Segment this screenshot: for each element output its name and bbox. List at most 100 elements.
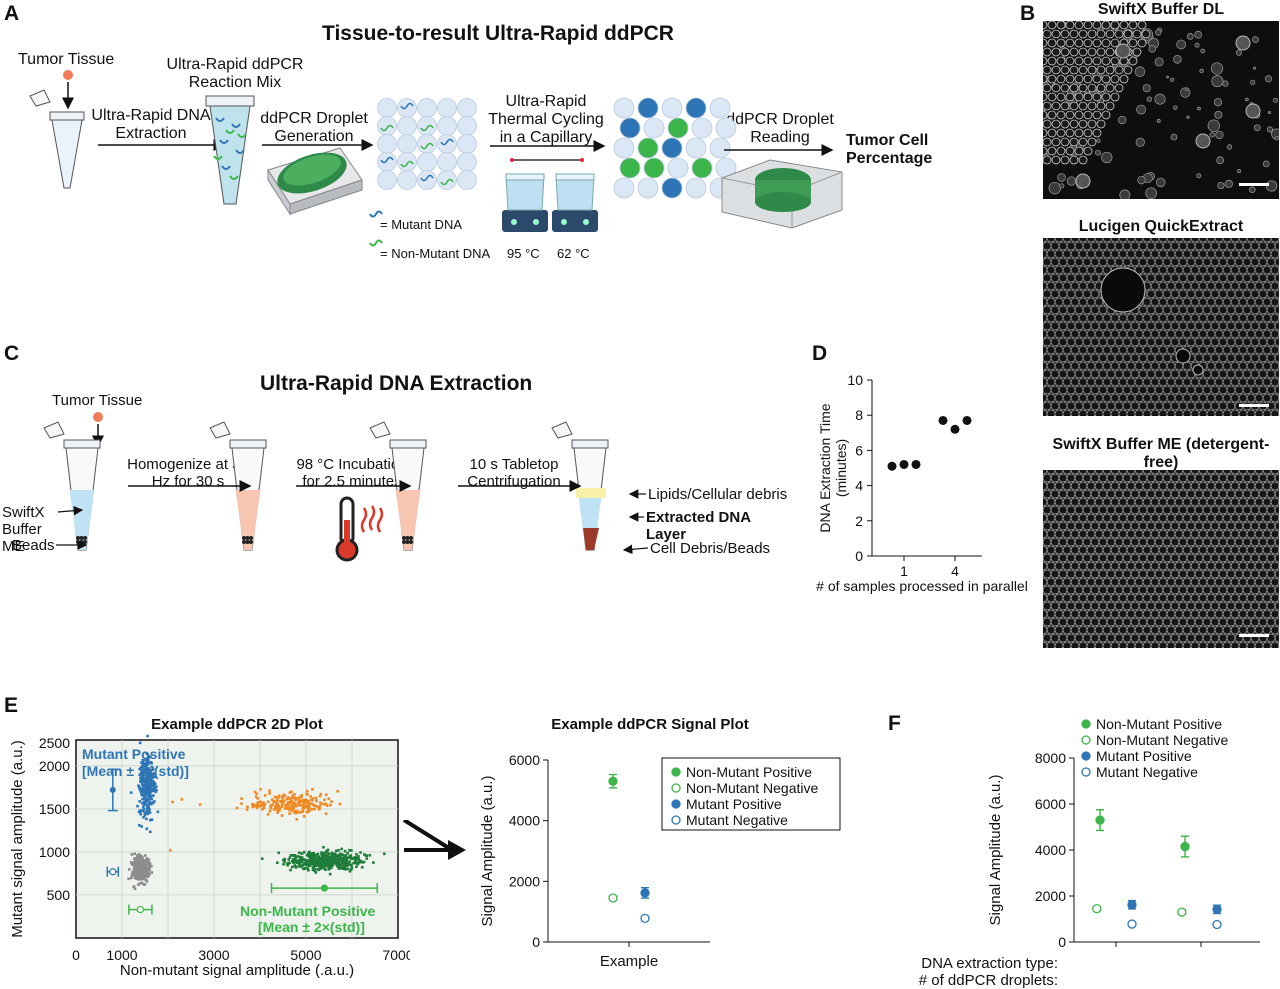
droplet [1148, 45, 1156, 53]
droplet [1114, 537, 1124, 547]
droplet-point [301, 863, 305, 867]
droplet [1238, 513, 1248, 523]
droplet-point [339, 852, 342, 856]
droplet [1246, 609, 1256, 619]
droplet [1186, 473, 1196, 483]
droplet [1098, 601, 1108, 611]
droplet [1270, 281, 1279, 291]
droplet [1200, 48, 1206, 54]
droplet [1046, 529, 1056, 539]
droplet [1258, 505, 1268, 515]
droplet [1158, 249, 1168, 259]
droplet [417, 134, 437, 154]
droplet [1096, 47, 1106, 57]
droplet-point [294, 811, 298, 815]
droplet [1242, 337, 1252, 347]
droplet [1246, 377, 1256, 387]
droplet [1198, 625, 1208, 635]
droplet [1074, 569, 1084, 579]
droplet [1122, 553, 1132, 563]
droplet-point [136, 876, 140, 880]
droplet [1102, 481, 1112, 491]
droplet [1190, 409, 1200, 416]
droplet [1110, 497, 1120, 507]
droplet [637, 177, 659, 199]
droplet [1146, 585, 1156, 595]
droplet [1078, 561, 1088, 571]
data-point [1212, 919, 1222, 930]
droplet [1074, 56, 1084, 66]
droplet [1082, 353, 1092, 363]
bead [402, 540, 406, 544]
droplet [1065, 110, 1075, 120]
data-point [899, 459, 909, 469]
droplet [1226, 521, 1236, 531]
droplet [1234, 289, 1244, 299]
droplet-point [344, 861, 348, 865]
step-extraction-label: Ultra-Rapid DNA Extraction [91, 107, 211, 142]
droplet [1246, 593, 1256, 603]
droplet-point [271, 803, 274, 806]
droplet-point [317, 857, 321, 860]
droplet-point [261, 808, 264, 811]
droplet [1146, 537, 1156, 547]
y-axis-label: Signal Amplitude (a.u.) [987, 775, 1004, 926]
droplet [1238, 470, 1248, 475]
droplet [1110, 345, 1120, 355]
droplet [1226, 489, 1236, 499]
droplet [1123, 29, 1133, 39]
data-point [1095, 815, 1105, 825]
legend-label: Non-Mutant Positive [1096, 716, 1222, 732]
droplet [1246, 470, 1256, 475]
droplet [1150, 265, 1160, 275]
droplet [1254, 529, 1264, 539]
droplet-point [141, 809, 144, 813]
droplet [1246, 329, 1256, 339]
x-tick-label: 1000 [106, 947, 137, 963]
droplet [1242, 553, 1252, 563]
droplet-point [315, 860, 318, 864]
droplet [1078, 529, 1088, 539]
droplet [1078, 65, 1088, 75]
droplet-point [143, 870, 147, 874]
droplet [1062, 609, 1072, 619]
droplet [1114, 369, 1124, 379]
droplet [1234, 537, 1244, 547]
droplet [1046, 345, 1056, 355]
bead [76, 540, 80, 544]
droplet [1090, 585, 1100, 595]
droplet [1060, 155, 1070, 165]
droplet [1194, 489, 1204, 499]
droplet [437, 152, 457, 172]
droplet [457, 134, 477, 154]
droplet-point [305, 862, 309, 865]
droplet [1054, 470, 1064, 475]
droplet-point [305, 789, 309, 793]
droplet [1114, 83, 1124, 93]
droplet [1230, 470, 1240, 475]
droplet-point [147, 868, 150, 872]
droplet [1182, 577, 1192, 587]
droplet [1110, 361, 1120, 371]
droplet-point [146, 734, 149, 738]
droplet-point [143, 794, 147, 797]
droplet [1186, 241, 1196, 251]
droplet [1086, 641, 1096, 648]
droplet-point [363, 853, 366, 856]
droplet [1226, 321, 1236, 331]
droplet [1094, 313, 1104, 323]
droplet [1246, 393, 1256, 403]
droplet [1218, 553, 1228, 563]
droplet [1202, 401, 1212, 411]
droplet [1210, 289, 1220, 299]
droplet [1246, 481, 1256, 491]
droplet [1222, 409, 1232, 416]
droplet [1066, 521, 1076, 531]
droplet [1246, 265, 1256, 275]
droplet [1246, 497, 1256, 507]
droplet [1086, 545, 1096, 555]
droplet-point [328, 860, 332, 864]
droplet [1098, 633, 1108, 643]
droplet [1154, 505, 1164, 515]
droplet-point [169, 848, 172, 852]
